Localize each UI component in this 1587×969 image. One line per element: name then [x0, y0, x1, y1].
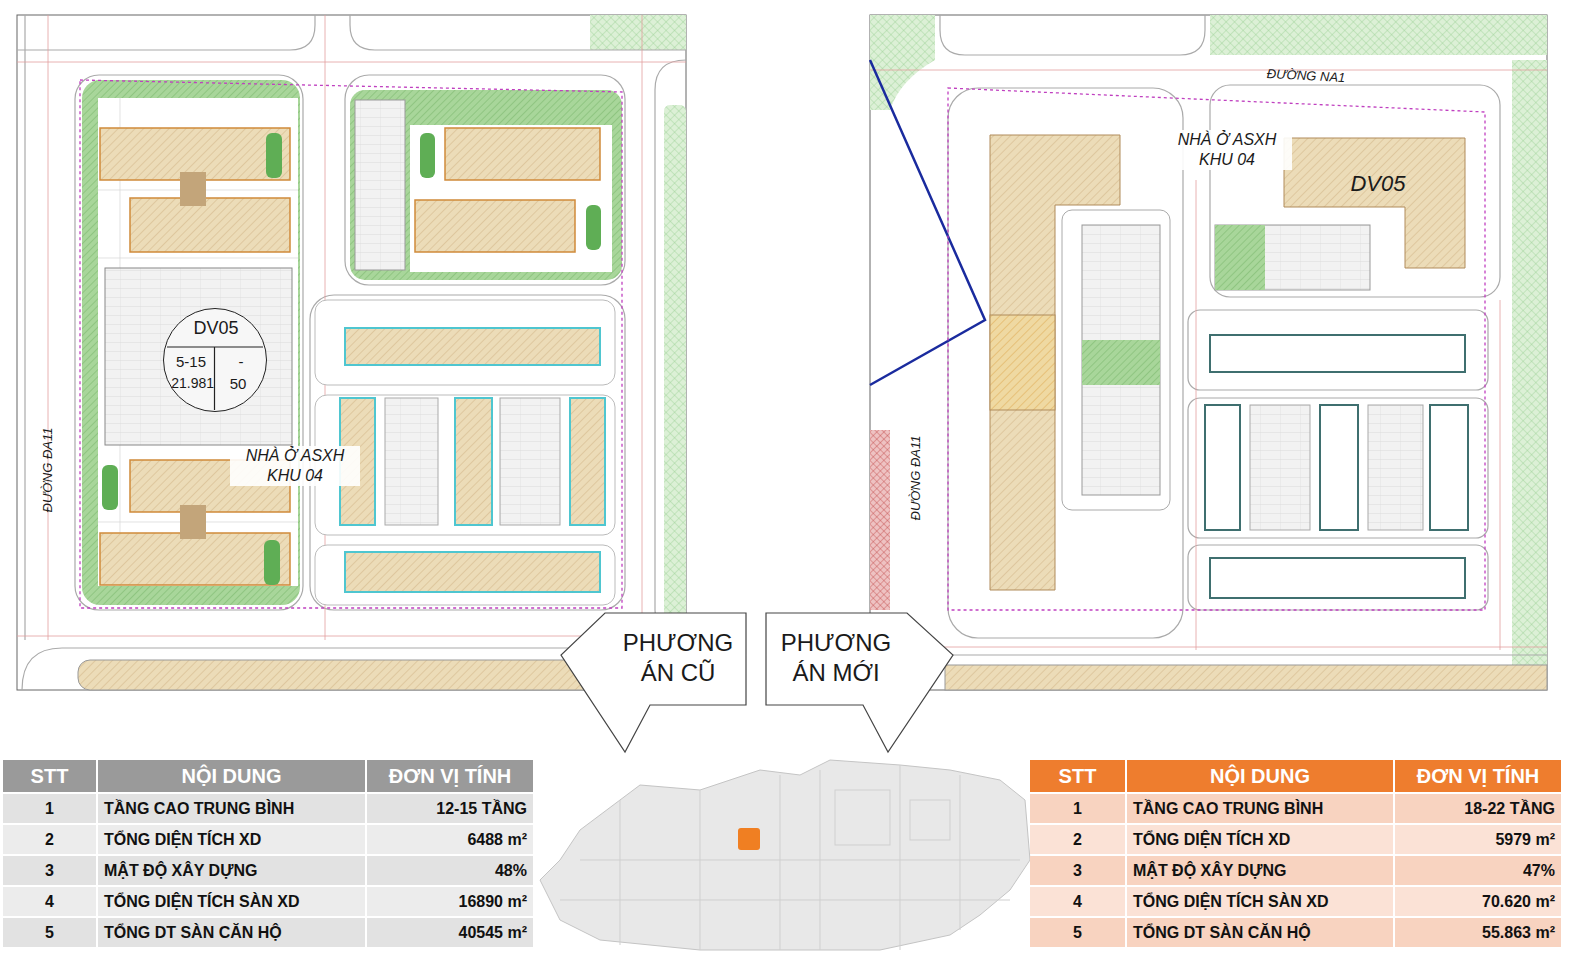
node-text: PHƯƠNG ÁN MỚI [769, 628, 903, 688]
table-header: ĐƠN VỊ TÍNH [1395, 760, 1561, 792]
table-cell: 47% [1395, 856, 1561, 885]
table-header: STT [3, 760, 96, 792]
node-outline [1283, 137, 1466, 269]
table-cell: TỔNG DT SÀN CĂN HỘ [98, 918, 365, 947]
zone-label: NHÀ Ở ASXH KHU 04 [230, 446, 360, 486]
node-text: 50 [218, 375, 258, 392]
street-name: ĐƯỜNG ĐA11 [38, 410, 58, 530]
street-name: ĐƯỜNG ĐA11 [906, 418, 926, 538]
plot-circle: DV05 5-15-21.98150 [163, 308, 267, 412]
node-text: - [218, 353, 264, 370]
table-cell: 4 [1030, 887, 1125, 916]
node-text: 5-15 [168, 353, 214, 370]
table-cell: 40545 m² [367, 918, 533, 947]
zone-label: NHÀ Ở ASXH KHU 04 [1162, 130, 1292, 170]
table-cell: TẦNG CAO TRUNG BÌNH [98, 794, 365, 823]
table-cell: TỔNG DIỆN TÍCH XD [98, 825, 365, 854]
table-cell: 2 [1030, 825, 1125, 854]
table-header: ĐƠN VỊ TÍNH [367, 760, 533, 792]
table-cell: TỔNG DIỆN TÍCH SÀN XD [1127, 887, 1393, 916]
node-text: DV05 [1338, 171, 1418, 197]
table-cell: 3 [1030, 856, 1125, 885]
option-arrow: PHƯƠNG ÁN CŨ [560, 612, 750, 754]
table-cell: MẬT ĐỘ XÂY DỰNG [98, 856, 365, 885]
table-cell: 18-22 TẦNG [1395, 794, 1561, 823]
table-cell: 1 [1030, 794, 1125, 823]
table-cell: 16890 m² [367, 887, 533, 916]
table-cell: 12-15 TẦNG [367, 794, 533, 823]
table-cell: 5 [1030, 918, 1125, 947]
option-arrow: PHƯƠNG ÁN MỚI [765, 612, 955, 754]
table-cell: 5979 m² [1395, 825, 1561, 854]
table-cell: TỔNG DIỆN TÍCH XD [1127, 825, 1393, 854]
node-text: DV05 [164, 318, 268, 339]
table-header: NỘI DUNG [98, 760, 365, 792]
table-cell: TỔNG DIỆN TÍCH SÀN XD [98, 887, 365, 916]
table-cell: 55.863 m² [1395, 918, 1561, 947]
table-cell: 4 [3, 887, 96, 916]
node-text: PHƯƠNG ÁN CŨ [612, 628, 744, 688]
table-header: NỘI DUNG [1127, 760, 1393, 792]
table-header: STT [1030, 760, 1125, 792]
node-text: 21.981 [168, 375, 214, 391]
table-cell: 5 [3, 918, 96, 947]
table-cell: 2 [3, 825, 96, 854]
table-cell: 70.620 m² [1395, 887, 1561, 916]
table-cell: 3 [3, 856, 96, 885]
table-cell: 6488 m² [367, 825, 533, 854]
table-cell: TẦNG CAO TRUNG BÌNH [1127, 794, 1393, 823]
table-cell: TỔNG DT SÀN CĂN HỘ [1127, 918, 1393, 947]
street-name: ĐƯỜNG NA1 [1258, 64, 1355, 89]
table-cell: 48% [367, 856, 533, 885]
table-cell: MẬT ĐỘ XÂY DỰNG [1127, 856, 1393, 885]
building-footprint: DV05 [1283, 137, 1466, 269]
table-cell: 1 [3, 794, 96, 823]
